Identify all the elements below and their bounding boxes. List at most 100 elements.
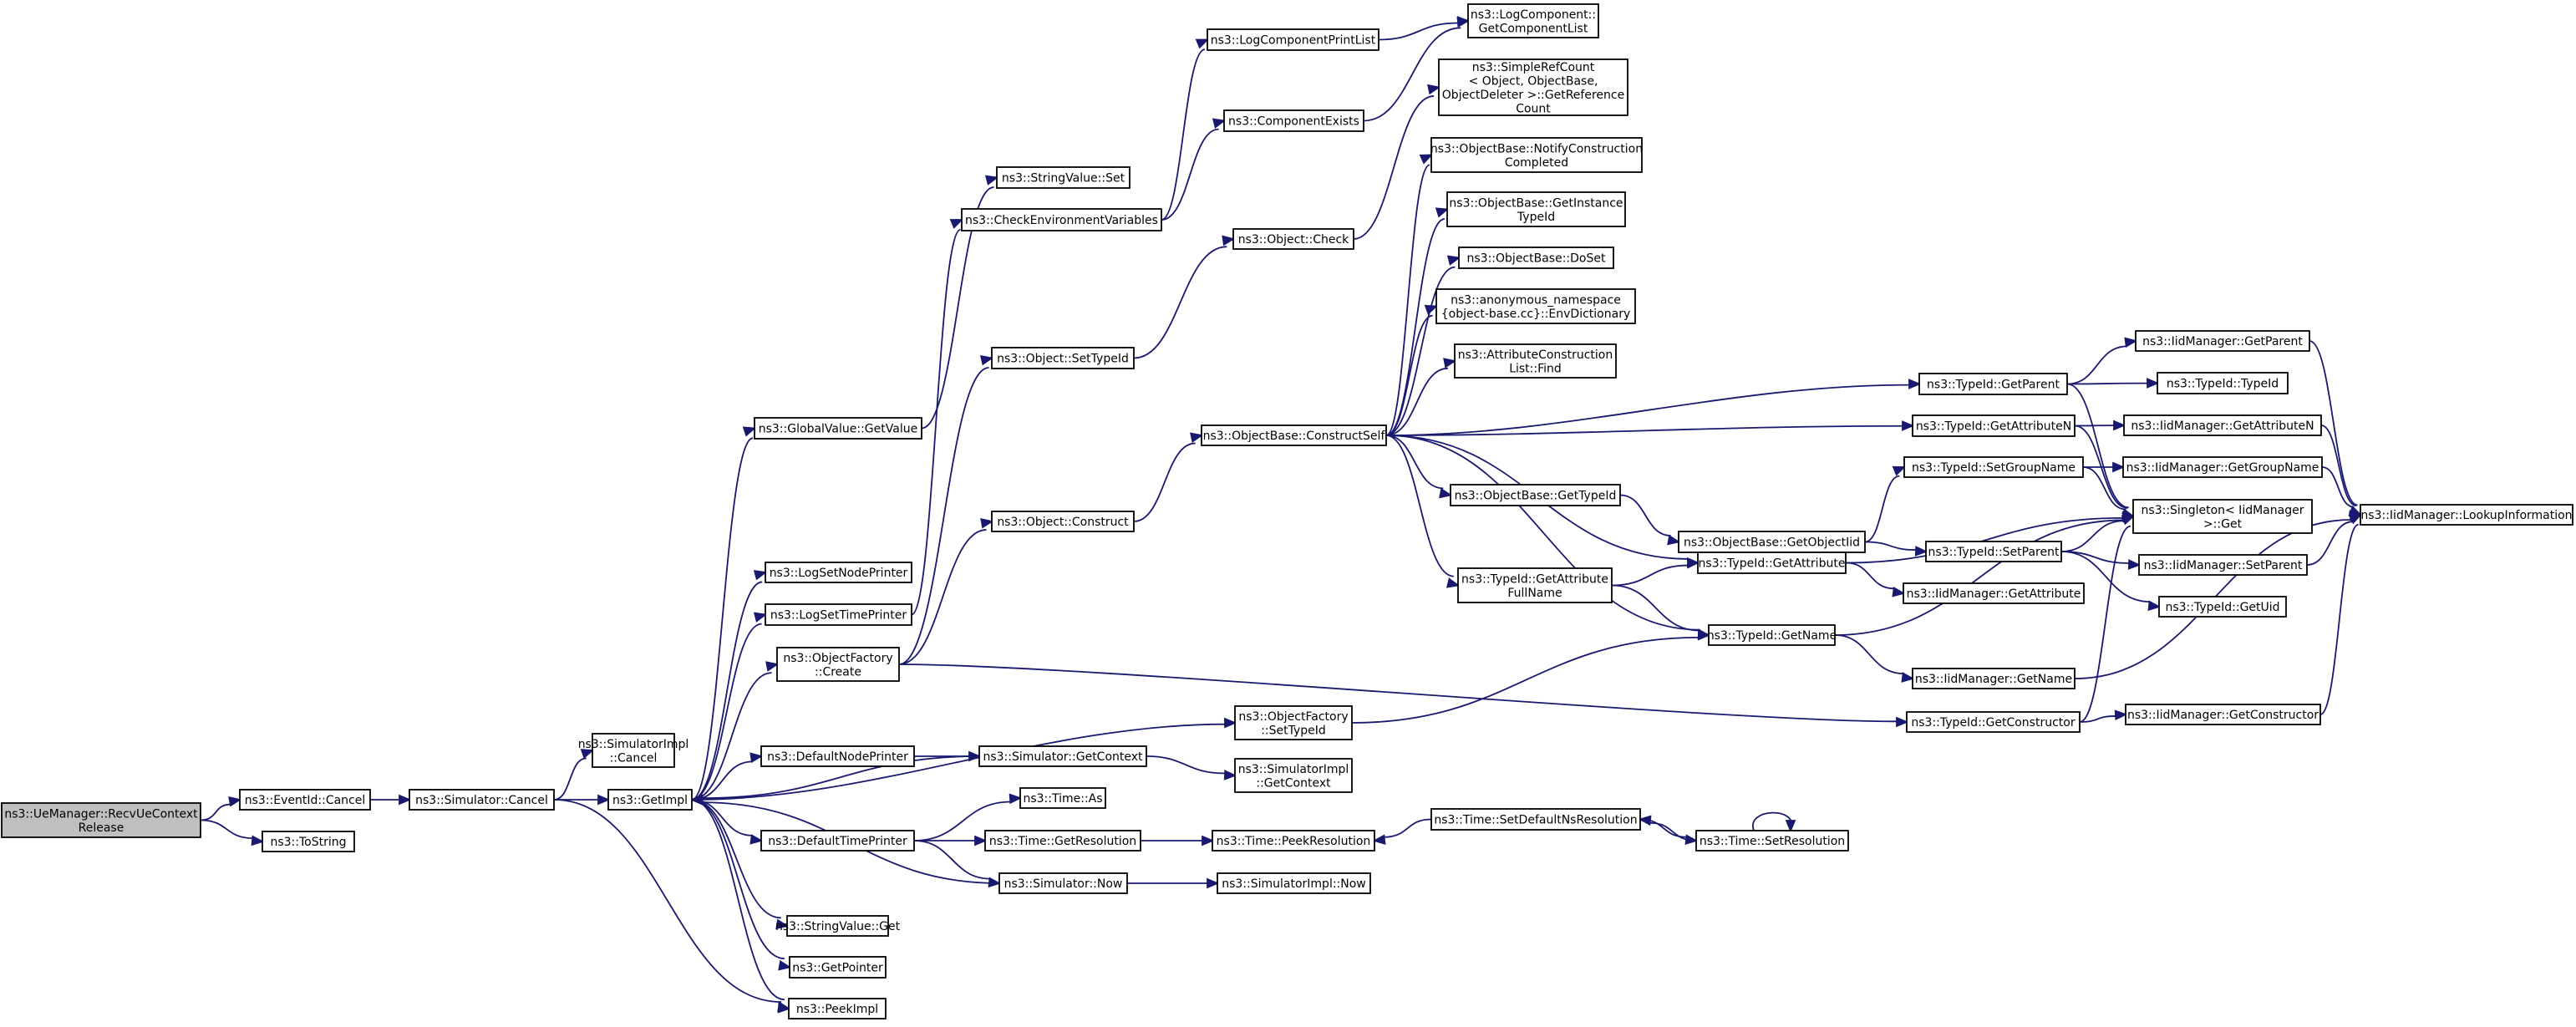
node-box [1697, 552, 1847, 574]
function-node-logcompgetlist[interactable]: ns3::LogComponent::GetComponentList [1467, 3, 1599, 38]
edge-arrowhead [2124, 337, 2138, 348]
node-label: ns3::ObjectBase::ConstructSelf [1203, 430, 1386, 443]
function-node-tidsetgroup[interactable]: ns3::TypeId::SetGroupName [1903, 456, 2084, 478]
edge-arrowhead [765, 661, 780, 672]
function-node-objcheck[interactable]: ns3::Object::Check [1232, 228, 1354, 250]
edge-line [1385, 425, 1903, 436]
function-node-ofcreate[interactable]: ns3::ObjectFactory::Create [776, 647, 900, 682]
node-label: ns3::Simulator::Now [1004, 877, 1123, 891]
call-edge-obconstructself-to-obgetinst [1385, 207, 1450, 436]
node-box [1458, 247, 1614, 269]
function-node-objconstruct[interactable]: ns3::Object::Construct [991, 511, 1135, 532]
function-node-obnotify[interactable]: ns3::ObjectBase::NotifyConstructionCompl… [1430, 137, 1643, 173]
function-node-simimplnow[interactable]: ns3::SimulatorImpl::Now [1217, 872, 1371, 894]
node-box [1695, 830, 1849, 852]
node-label: ns3::IidManager::GetAttribute [1907, 587, 2081, 601]
function-node-iidlookup[interactable]: ns3::IidManager::LookupInformation [2360, 504, 2573, 526]
function-node-timegetres[interactable]: ns3::Time::GetResolution [984, 830, 1141, 852]
function-node-tidtypeid[interactable]: ns3::TypeId::TypeId [2157, 372, 2289, 394]
function-node-settimeres[interactable]: ns3::Time::SetDefaultNsResolution [1430, 808, 1641, 831]
function-node-obconstructself[interactable]: ns3::ObjectBase::ConstructSelf [1201, 425, 1387, 446]
function-node-tidgetname[interactable]: ns3::TypeId::GetName [1707, 624, 1837, 646]
edge-line [2066, 383, 2129, 509]
function-node-simimplgetcontext[interactable]: ns3::SimulatorImpl::GetContext [1234, 758, 1353, 793]
function-node-getpointer[interactable]: ns3::GetPointer [789, 956, 887, 979]
call-edge-simnow-to-simimplnow [1127, 877, 1220, 889]
call-edge-objcheck-to-simplerefcount [1353, 84, 1441, 240]
function-node-compexists[interactable]: ns3::ComponentExists [1223, 109, 1364, 132]
function-node-envdict[interactable]: ns3::anonymous_namespace{object-base.cc}… [1435, 288, 1636, 324]
call-edge-obconstructself-to-tidgetattrfull [1385, 435, 1461, 588]
function-node-checkenv[interactable]: ns3::CheckEnvironmentVariables [961, 208, 1162, 231]
function-node-timeas[interactable]: ns3::Time::As [1019, 787, 1106, 809]
node-box [1446, 191, 1626, 227]
function-node-obdoset[interactable]: ns3::ObjectBase::DoSet [1458, 247, 1614, 269]
function-node-getimpl[interactable]: ns3::GetImpl [607, 789, 693, 811]
function-node-strvalget[interactable]: ns3::StringValue::Get [775, 915, 901, 937]
function-node-iidgetname[interactable]: ns3::IidManager::GetName [1912, 668, 2076, 689]
edge-line [1845, 562, 1895, 590]
function-node-singleton[interactable]: ns3::Singleton< IidManager>::Get [2132, 499, 2313, 534]
node-box [409, 789, 555, 811]
edge-arrowhead [980, 518, 994, 529]
function-node-tostring[interactable]: ns3::ToString [262, 831, 355, 852]
function-node-eventcancel[interactable]: ns3::EventId::Cancel [239, 789, 371, 811]
function-node-obgetobjtid[interactable]: ns3::ObjectBase::GetObjectIid [1678, 531, 1866, 553]
function-node-tidgetctor[interactable]: ns3::TypeId::GetConstructor [1906, 711, 2081, 733]
function-node-simgetcontext[interactable]: ns3::Simulator::GetContext [978, 745, 1147, 767]
edge-line [2060, 551, 2151, 603]
node-box [1019, 787, 1106, 809]
function-node-simcancel[interactable]: ns3::Simulator::Cancel [409, 789, 555, 811]
function-node-iidgetgroup[interactable]: ns3::IidManager::GetGroupName [2122, 456, 2323, 478]
function-node-tidgetattrn[interactable]: ns3::TypeId::GetAttributeN [1912, 414, 2076, 437]
function-node-tidsetparent[interactable]: ns3::TypeId::SetParent [1925, 541, 2062, 562]
function-node-simnow[interactable]: ns3::Simulator::Now [998, 872, 1128, 894]
function-node-ofsettypeid[interactable]: ns3::ObjectFactory::SetTypeId [1234, 705, 1353, 740]
function-node-peekimpl[interactable]: ns3::PeekImpl [788, 998, 887, 1019]
function-node-tidgetattr[interactable]: ns3::TypeId::GetAttribute [1697, 552, 1847, 574]
edge-arrowhead [974, 835, 988, 847]
function-node-iidgetctor[interactable]: ns3::IidManager::GetConstructor [2125, 704, 2321, 725]
function-node-obgettypeid[interactable]: ns3::ObjectBase::GetTypeId [1450, 484, 1621, 506]
function-node-strvalset[interactable]: ns3::StringValue::Set [996, 166, 1130, 189]
call-edge-obconstructself-to-tidgetparent [1385, 379, 1922, 436]
node-label: ns3::IidManager::GetParent [2142, 335, 2303, 348]
function-node-iidgetattrn[interactable]: ns3::IidManager::GetAttributeN [2123, 414, 2322, 436]
node-label: ns3::Time::SetDefaultNsResolution [1434, 814, 1637, 827]
function-node-deftimeprinter[interactable]: ns3::DefaultTimePrinter [760, 830, 915, 852]
node-label: ns3::ObjectBase::GetInstance [1449, 196, 1623, 210]
function-node-logsettime[interactable]: ns3::LogSetTimePrinter [765, 603, 912, 626]
function-node-simplerefcount[interactable]: ns3::SimpleRefCount< Object, ObjectBase,… [1438, 58, 1628, 116]
function-node-iidgetparent[interactable]: ns3::IidManager::GetParent [2135, 330, 2310, 352]
function-node-iidsetparent[interactable]: ns3::IidManager::SetParent [2138, 554, 2308, 576]
function-node-iidgetattr[interactable]: ns3::IidManager::GetAttribute [1903, 582, 2085, 604]
node-box [1435, 288, 1636, 324]
node-box [239, 789, 371, 811]
node-label: ns3::DefaultNodePrinter [767, 750, 908, 764]
function-node-tidgetuid[interactable]: ns3::TypeId::GetUid [2158, 596, 2287, 618]
node-box [754, 417, 922, 440]
function-node-simimplcancel[interactable]: ns3::SimulatorImpl::Cancel [578, 733, 689, 768]
edge-arrowhead [399, 794, 412, 806]
edge-arrowhead [1446, 255, 1461, 266]
function-node-defnodeprinter[interactable]: ns3::DefaultNodePrinter [760, 745, 915, 767]
function-node-tidgetparent[interactable]: ns3::TypeId::GetParent [1918, 373, 2068, 395]
function-node-timepeekres[interactable]: ns3::Time::PeekResolution [1212, 830, 1375, 852]
function-node-timesetres[interactable]: ns3::Time::SetResolution [1695, 830, 1849, 852]
function-node-gvgetvalue[interactable]: ns3::GlobalValue::GetValue [754, 417, 922, 440]
edge-arrowhead [1896, 716, 1909, 728]
function-node-logsetnode[interactable]: ns3::LogSetNodePrinter [765, 562, 912, 583]
call-edge-obconstructself-to-attrfind [1385, 358, 1457, 436]
function-node-logcompprint[interactable]: ns3::LogComponentPrintList [1207, 28, 1379, 51]
function-node-objsettypeid[interactable]: ns3::Object::SetTypeId [991, 347, 1135, 369]
node-box [991, 511, 1135, 532]
node-box [1, 802, 201, 838]
edge-line [2082, 466, 2126, 511]
edge-arrowhead [1009, 793, 1023, 805]
